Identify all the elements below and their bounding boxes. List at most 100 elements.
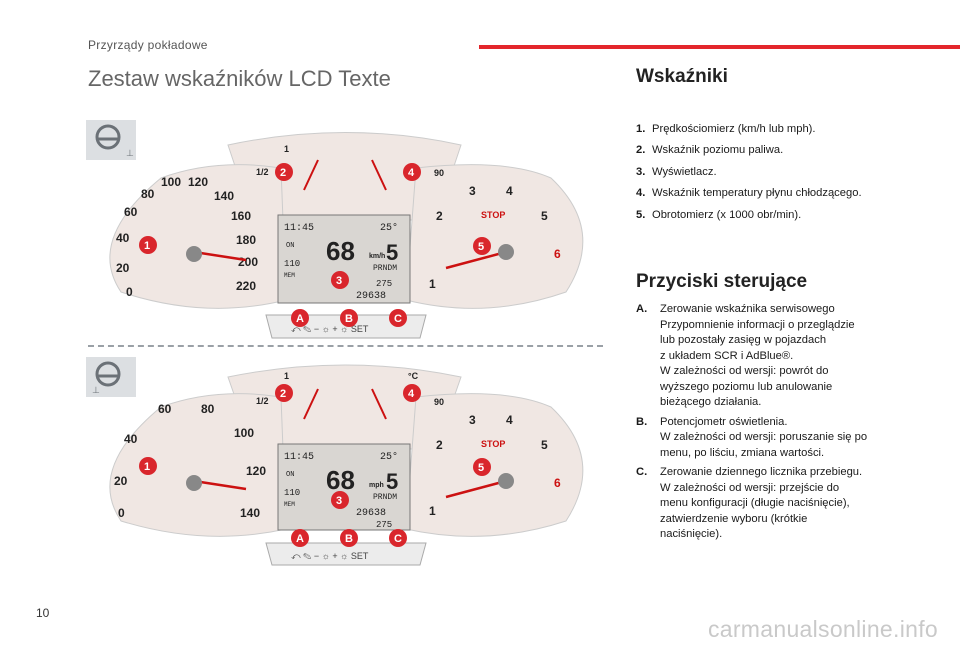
svg-text:⤺ ✎ − ☼ + ☼ SET: ⤺ ✎ − ☼ + ☼ SET — [291, 551, 369, 561]
svg-text:1: 1 — [284, 371, 289, 381]
svg-text:120: 120 — [188, 175, 208, 189]
lcd-trip: 275 — [376, 279, 392, 289]
lcd-speed: 68 — [326, 236, 355, 266]
callout-b: B — [340, 309, 358, 327]
indicators-list: 1.Prędkościomierz (km/h lub mph). 2.Wska… — [636, 122, 936, 229]
callout-5: 5 — [473, 237, 491, 255]
svg-text:40: 40 — [116, 231, 130, 245]
tachometer-pod — [405, 164, 584, 309]
svg-text:0: 0 — [126, 285, 133, 299]
control-b-text: Potencjometr oświetlenia. W zależności o… — [660, 415, 868, 459]
controls-heading: Przyciski sterujące — [636, 271, 808, 292]
svg-text:3: 3 — [336, 275, 342, 287]
svg-text:220: 220 — [236, 279, 256, 293]
svg-text:2: 2 — [280, 167, 286, 179]
list-item: 4.Wskaźnik temperatury płynu chłodzącego… — [636, 187, 862, 200]
svg-text:⤺ ✎ − ☼ + ☼ SET: ⤺ ✎ − ☼ + ☼ SET — [291, 324, 369, 334]
svg-text:1: 1 — [144, 461, 150, 473]
svg-text:2: 2 — [280, 388, 286, 400]
control-c-text: Zerowanie dziennego licznika przebiegu. … — [660, 466, 863, 540]
svg-text:40: 40 — [124, 432, 138, 446]
svg-text:5: 5 — [386, 469, 398, 494]
list-item: 2.Wskaźnik poziomu paliwa. — [636, 144, 784, 157]
svg-text:1: 1 — [144, 240, 150, 252]
svg-text:3: 3 — [469, 413, 476, 427]
svg-text:60: 60 — [158, 402, 172, 416]
svg-text:6: 6 — [554, 247, 561, 261]
svg-text:100: 100 — [234, 426, 254, 440]
list-item: 3.Wyświetlacz. — [636, 165, 717, 178]
button-strip: ⤺ ✎ − ☼ + ☼ SET — [265, 542, 427, 566]
svg-text:C: C — [394, 533, 402, 545]
svg-text:11:45: 11:45 — [284, 452, 314, 463]
svg-text:20: 20 — [116, 261, 130, 275]
svg-text:A: A — [296, 533, 304, 545]
tachometer-scale: 1 2 3 4 5 6 — [429, 184, 561, 291]
lcd-display: 11:45 25° 68 mph 5 PRNDM ON 110 MEM 2963… — [277, 443, 411, 531]
callout-4: 4 — [403, 163, 421, 181]
lcd-time: 11:45 — [284, 223, 314, 234]
list-item: B. Potencjometr oświetlenia. W zależnośc… — [636, 415, 936, 462]
lcd-limit: 110 — [284, 259, 300, 269]
list-item: C. Zerowanie dziennego licznika przebieg… — [636, 465, 936, 543]
svg-text:5: 5 — [478, 241, 484, 253]
svg-text:1/2: 1/2 — [256, 396, 269, 406]
svg-text:180: 180 — [236, 233, 256, 247]
svg-text:C: C — [394, 313, 402, 325]
svg-text:110: 110 — [284, 488, 300, 498]
lcd-display: 11:45 25° 68 km/h 5 PRNDM ON 110 MEM 275… — [277, 214, 411, 304]
lcd-gear-row: PRNDM — [373, 264, 397, 273]
svg-text:1/2: 1/2 — [256, 167, 269, 177]
svg-text:PRNDM: PRNDM — [373, 493, 397, 502]
svg-text:160: 160 — [231, 209, 251, 223]
speedometer-scale-mph: 0 20 40 60 80 100 120 140 — [114, 402, 266, 520]
svg-text:mph: mph — [369, 482, 384, 489]
stop-label: STOP — [481, 210, 505, 220]
page-title: Zestaw wskaźników LCD Texte — [88, 66, 391, 91]
svg-text:A: A — [296, 313, 304, 325]
svg-text:68: 68 — [326, 465, 355, 495]
lcd-on: ON — [286, 242, 294, 250]
svg-text:200: 200 — [238, 255, 258, 269]
callout-c: C — [389, 309, 407, 327]
rpm-needle — [445, 250, 507, 270]
svg-text:6: 6 — [554, 476, 561, 490]
callout-1: 1 — [139, 236, 157, 254]
svg-text:140: 140 — [214, 189, 234, 203]
lcd-temp: 25° — [380, 222, 398, 234]
svg-text:20: 20 — [114, 474, 128, 488]
top-gauge-pod — [227, 132, 462, 221]
tachometer-pod — [405, 393, 584, 537]
svg-text:4: 4 — [408, 167, 415, 179]
list-item: 1.Prędkościomierz (km/h lub mph). — [636, 123, 816, 135]
svg-text:140: 140 — [240, 506, 260, 520]
header-red-bar — [479, 45, 960, 49]
indicators-heading: Wskaźniki — [636, 66, 728, 87]
svg-text:4: 4 — [506, 413, 513, 427]
svg-text:B: B — [345, 533, 353, 545]
svg-text:⊥: ⊥ — [92, 385, 100, 395]
instrument-cluster-mph: ⊥ 11:45 25° 68 mph 5 PRNDM ON 110 MEM 29… — [86, 357, 584, 566]
svg-text:3: 3 — [469, 184, 476, 198]
svg-text:ON: ON — [286, 471, 294, 479]
svg-text:⊥: ⊥ — [126, 148, 134, 158]
svg-text:5: 5 — [541, 209, 548, 223]
svg-text:4: 4 — [506, 184, 513, 198]
lcd-odometer: 29638 — [356, 291, 386, 302]
page-number: 10 — [36, 606, 50, 620]
svg-text:90: 90 — [434, 168, 444, 178]
callout-a: A — [291, 309, 309, 327]
lcd-speed-unit: km/h — [369, 253, 385, 260]
svg-text:100: 100 — [161, 175, 181, 189]
svg-text:°C: °C — [408, 371, 419, 381]
lcd-gear: 5 — [386, 240, 398, 265]
svg-text:STOP: STOP — [481, 439, 505, 449]
section-label: Przyrządy pokładowe — [88, 38, 208, 52]
list-item: A. Zerowanie wskaźnika serwisowego Przyp… — [636, 302, 936, 411]
control-a-text: Zerowanie wskaźnika serwisowego Przypomn… — [660, 303, 855, 408]
tachometer-scale: 1 2 3 4 5 6 — [429, 413, 561, 518]
instrument-cluster-kmh: ⊥ 11:45 25° 68 km/h 5 PRNDM ON 110 MEM 2… — [86, 120, 584, 339]
svg-text:25°: 25° — [380, 451, 398, 463]
svg-text:1: 1 — [429, 504, 436, 518]
svg-text:80: 80 — [201, 402, 215, 416]
